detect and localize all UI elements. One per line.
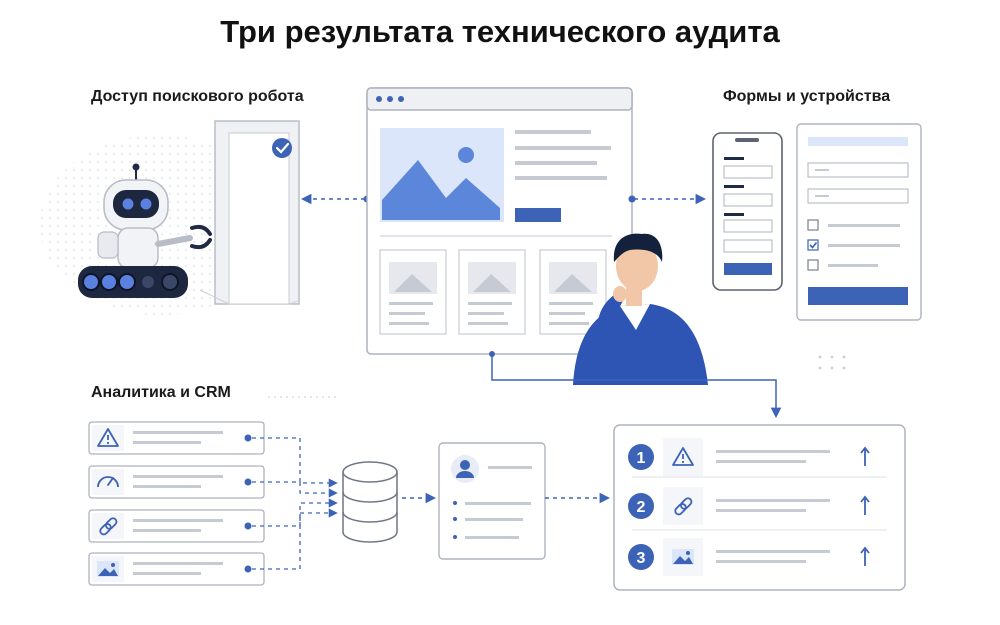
checkbox-icon [807, 259, 819, 271]
decorative-dots [818, 355, 846, 370]
analytics-list [88, 421, 338, 586]
checkbox-icon [807, 219, 819, 231]
connector-analytics-to-db [252, 508, 338, 570]
arrow-up-icon [860, 446, 870, 466]
warning-icon [672, 447, 694, 466]
result-number-badge [628, 493, 654, 519]
analytics-section-label: Аналитика и CRM [91, 384, 231, 401]
connector-analytics-to-db [252, 481, 338, 498]
person-illustration [573, 233, 708, 385]
robot-illustration [78, 163, 212, 298]
database-icon [342, 461, 398, 543]
results-panel [613, 424, 906, 591]
result-number: 2 [637, 499, 646, 516]
result-number-badge [628, 444, 654, 470]
form-submit-button [808, 287, 908, 305]
result-number-badge [628, 544, 654, 570]
connector-browser-to-results [489, 351, 782, 419]
result-row: 1 [628, 438, 870, 476]
arrow-up-icon [860, 546, 870, 566]
content-card [379, 249, 447, 335]
crm-contact-card [438, 442, 546, 560]
content-card [539, 249, 607, 335]
image-icon [97, 561, 119, 577]
warning-icon [97, 428, 119, 447]
content-card [458, 249, 526, 335]
hero-cta-button [515, 208, 561, 222]
checkmark-icon [272, 138, 292, 158]
result-number: 3 [637, 550, 646, 567]
connector-browser-to-crawler [300, 193, 371, 205]
connector-browser-to-forms [628, 193, 707, 205]
crawler-section-label: Доступ поискового робота [91, 88, 304, 105]
crawler-gate [199, 120, 301, 305]
hero-image-icon [380, 128, 504, 222]
user-avatar-icon [451, 455, 479, 483]
forms-section-label: Формы и устройства [723, 88, 891, 105]
result-row: 3 [628, 538, 870, 576]
connector-analytics-to-db [252, 437, 338, 488]
analytics-item [88, 465, 265, 499]
link-icon [99, 517, 118, 536]
phone-mockup [712, 132, 783, 291]
window-dot-icon [376, 96, 382, 102]
image-icon [672, 549, 694, 565]
result-number: 1 [637, 450, 646, 467]
window-dot-icon [387, 96, 393, 102]
checkbox-checked-icon [807, 239, 819, 251]
connector-analytics-to-db [252, 498, 338, 527]
window-dot-icon [398, 96, 404, 102]
analytics-item [88, 509, 265, 543]
arrow-up-icon [860, 495, 870, 515]
speedometer-icon [97, 476, 119, 488]
website-browser-window [366, 87, 633, 355]
diagram-title: Три результата технического аудита [220, 14, 780, 49]
result-row: 2 [628, 487, 870, 525]
link-icon [674, 497, 693, 516]
analytics-item [88, 421, 265, 455]
analytics-item [88, 552, 265, 586]
results-list: 1 2 3 [628, 438, 870, 576]
phone-submit-button [724, 263, 772, 275]
desktop-form-mockup [796, 123, 922, 321]
